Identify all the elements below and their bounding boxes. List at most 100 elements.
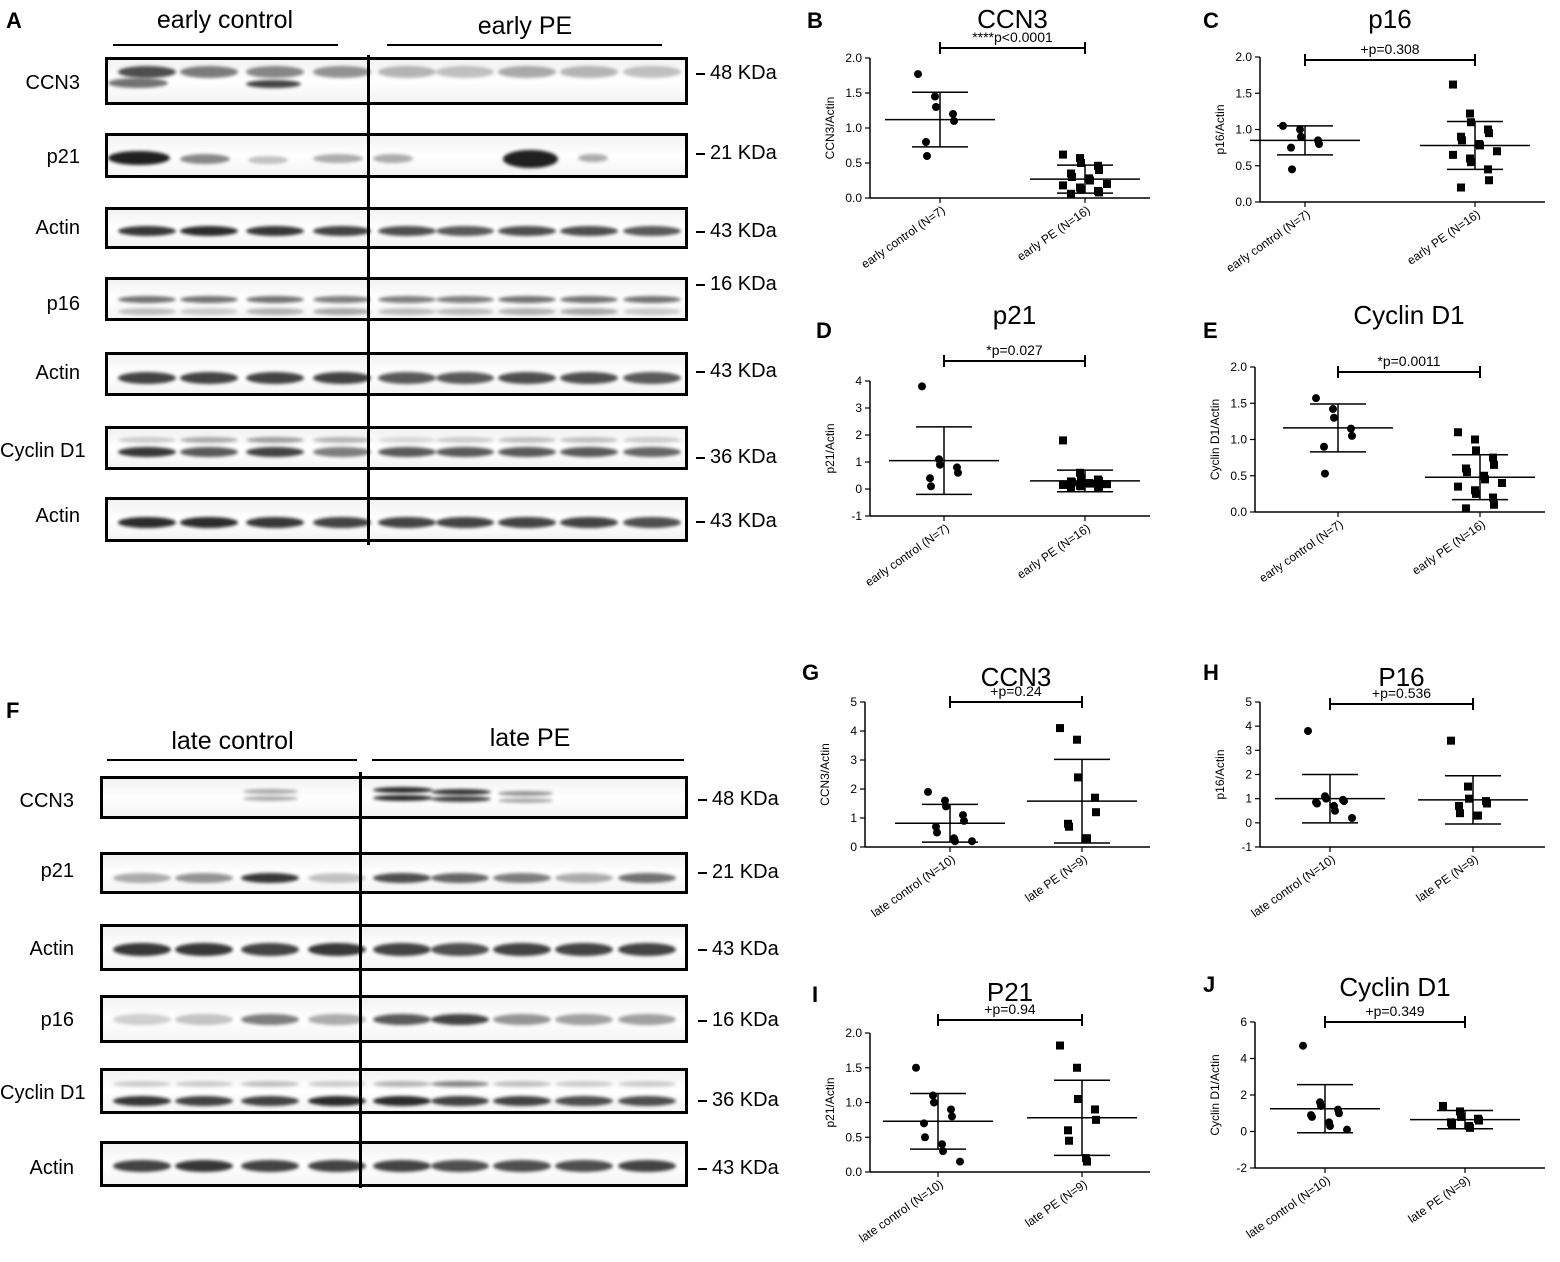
blot-row-label: Cyclin D1 <box>0 440 86 462</box>
blot-band <box>118 66 176 78</box>
blot-band <box>313 447 371 457</box>
y-tick-label: 0 <box>855 482 862 496</box>
data-point-circle <box>960 816 968 825</box>
x-category-label: late PE (N=9) <box>1405 1173 1472 1226</box>
y-tick-label: 1.5 <box>845 86 862 100</box>
y-tick-label: 1.0 <box>845 1096 862 1110</box>
x-category-label: early control (N=7) <box>1224 207 1313 275</box>
blot-divider <box>359 772 362 1188</box>
blot-band <box>431 1014 489 1025</box>
x-category-label: early control (N=7) <box>859 203 948 271</box>
blot-band <box>180 308 238 315</box>
y-axis-label: p21/Actin <box>823 423 837 473</box>
blot-band <box>243 796 298 801</box>
data-point-circle <box>939 1147 947 1156</box>
y-tick-label: 4 <box>1245 719 1252 733</box>
blot-band <box>246 517 304 528</box>
blot-kda-marker: 21 KDa <box>712 861 779 883</box>
blot-row-label: p16 <box>40 1009 74 1031</box>
blot-band <box>623 66 681 78</box>
data-point-circle <box>1347 424 1355 433</box>
blot-band <box>431 1081 489 1087</box>
blot-band <box>431 796 491 802</box>
blot-band <box>560 66 618 78</box>
significance-label: +p=0.94 <box>984 1001 1036 1017</box>
blot-band <box>560 308 618 315</box>
blot-band <box>246 66 304 78</box>
blot-band <box>241 873 299 883</box>
blot-band <box>431 1160 489 1172</box>
blot-band <box>241 1096 299 1106</box>
blot-band <box>498 296 556 303</box>
data-point-square <box>1472 446 1480 455</box>
data-point-square <box>1458 136 1466 145</box>
blot-band <box>560 296 618 303</box>
kda-tick <box>698 1020 707 1022</box>
blot-band <box>618 1014 676 1025</box>
significance-label: *p=0.0011 <box>1377 353 1440 369</box>
data-point-square <box>1074 773 1082 782</box>
data-point-circle <box>922 138 930 146</box>
blot-band <box>118 437 176 443</box>
data-point-circle <box>931 92 939 101</box>
kda-tick <box>696 153 705 155</box>
data-point-square <box>1094 161 1102 170</box>
blot-band <box>373 1014 431 1025</box>
data-point-square <box>1095 483 1103 492</box>
data-point-square <box>1073 1063 1081 1072</box>
data-point-circle <box>923 152 931 160</box>
data-point-square <box>1490 500 1498 509</box>
blot-strip <box>105 57 688 105</box>
significance-label: +p=0.24 <box>990 683 1042 699</box>
blot-strip <box>100 852 688 894</box>
data-point-square <box>1065 1136 1073 1145</box>
blot-kda-marker: 36 KDa <box>712 1089 779 1111</box>
blot-band <box>180 372 238 384</box>
data-point-circle <box>1322 794 1330 803</box>
blot-band <box>623 372 681 384</box>
blot-band <box>308 1014 366 1025</box>
blot-band <box>493 1160 551 1172</box>
data-point-square <box>1474 811 1482 820</box>
data-point-circle <box>949 110 957 118</box>
data-point-circle <box>1279 121 1287 130</box>
blot-band <box>118 308 176 315</box>
data-point-square <box>1457 183 1465 192</box>
data-point-circle <box>929 1091 937 1100</box>
blot-group-early-control: early control <box>156 6 294 34</box>
data-point-circle <box>921 1133 929 1142</box>
blot-band <box>498 791 553 796</box>
blot-band <box>118 296 176 303</box>
data-point-circle <box>1343 1125 1351 1134</box>
data-point-square <box>1067 484 1075 493</box>
blot-band <box>436 517 494 528</box>
kda-tick <box>698 872 707 874</box>
blot-band <box>373 943 431 956</box>
blot-kda-marker: 16 KDa <box>710 273 777 295</box>
data-point-square <box>1083 1157 1091 1166</box>
data-point-square <box>1454 428 1462 437</box>
data-point-square <box>1103 480 1111 489</box>
blot-band <box>308 1096 366 1106</box>
data-point-square <box>1462 504 1470 513</box>
blot-band <box>378 517 436 528</box>
blot-band <box>431 873 489 883</box>
chart-title: CCN3 <box>977 4 1048 34</box>
blot-band <box>555 1160 613 1172</box>
blot-band <box>246 80 301 88</box>
chart-title: P21 <box>987 977 1033 1007</box>
blot-band <box>180 296 238 303</box>
data-point-circle <box>933 828 941 837</box>
data-point-square <box>1449 150 1457 159</box>
panel-letter-i: I <box>812 982 819 1007</box>
y-axis-label: Cyclin D1/Actin <box>1208 1054 1222 1135</box>
data-point-circle <box>932 103 940 111</box>
blot-band <box>436 437 494 443</box>
data-point-square <box>1077 159 1085 167</box>
blot-band <box>503 150 558 168</box>
blot-band <box>623 296 681 303</box>
blot-band <box>431 1096 489 1106</box>
blot-band <box>246 372 304 384</box>
blot-band <box>180 517 238 528</box>
data-point-square <box>1086 176 1094 185</box>
